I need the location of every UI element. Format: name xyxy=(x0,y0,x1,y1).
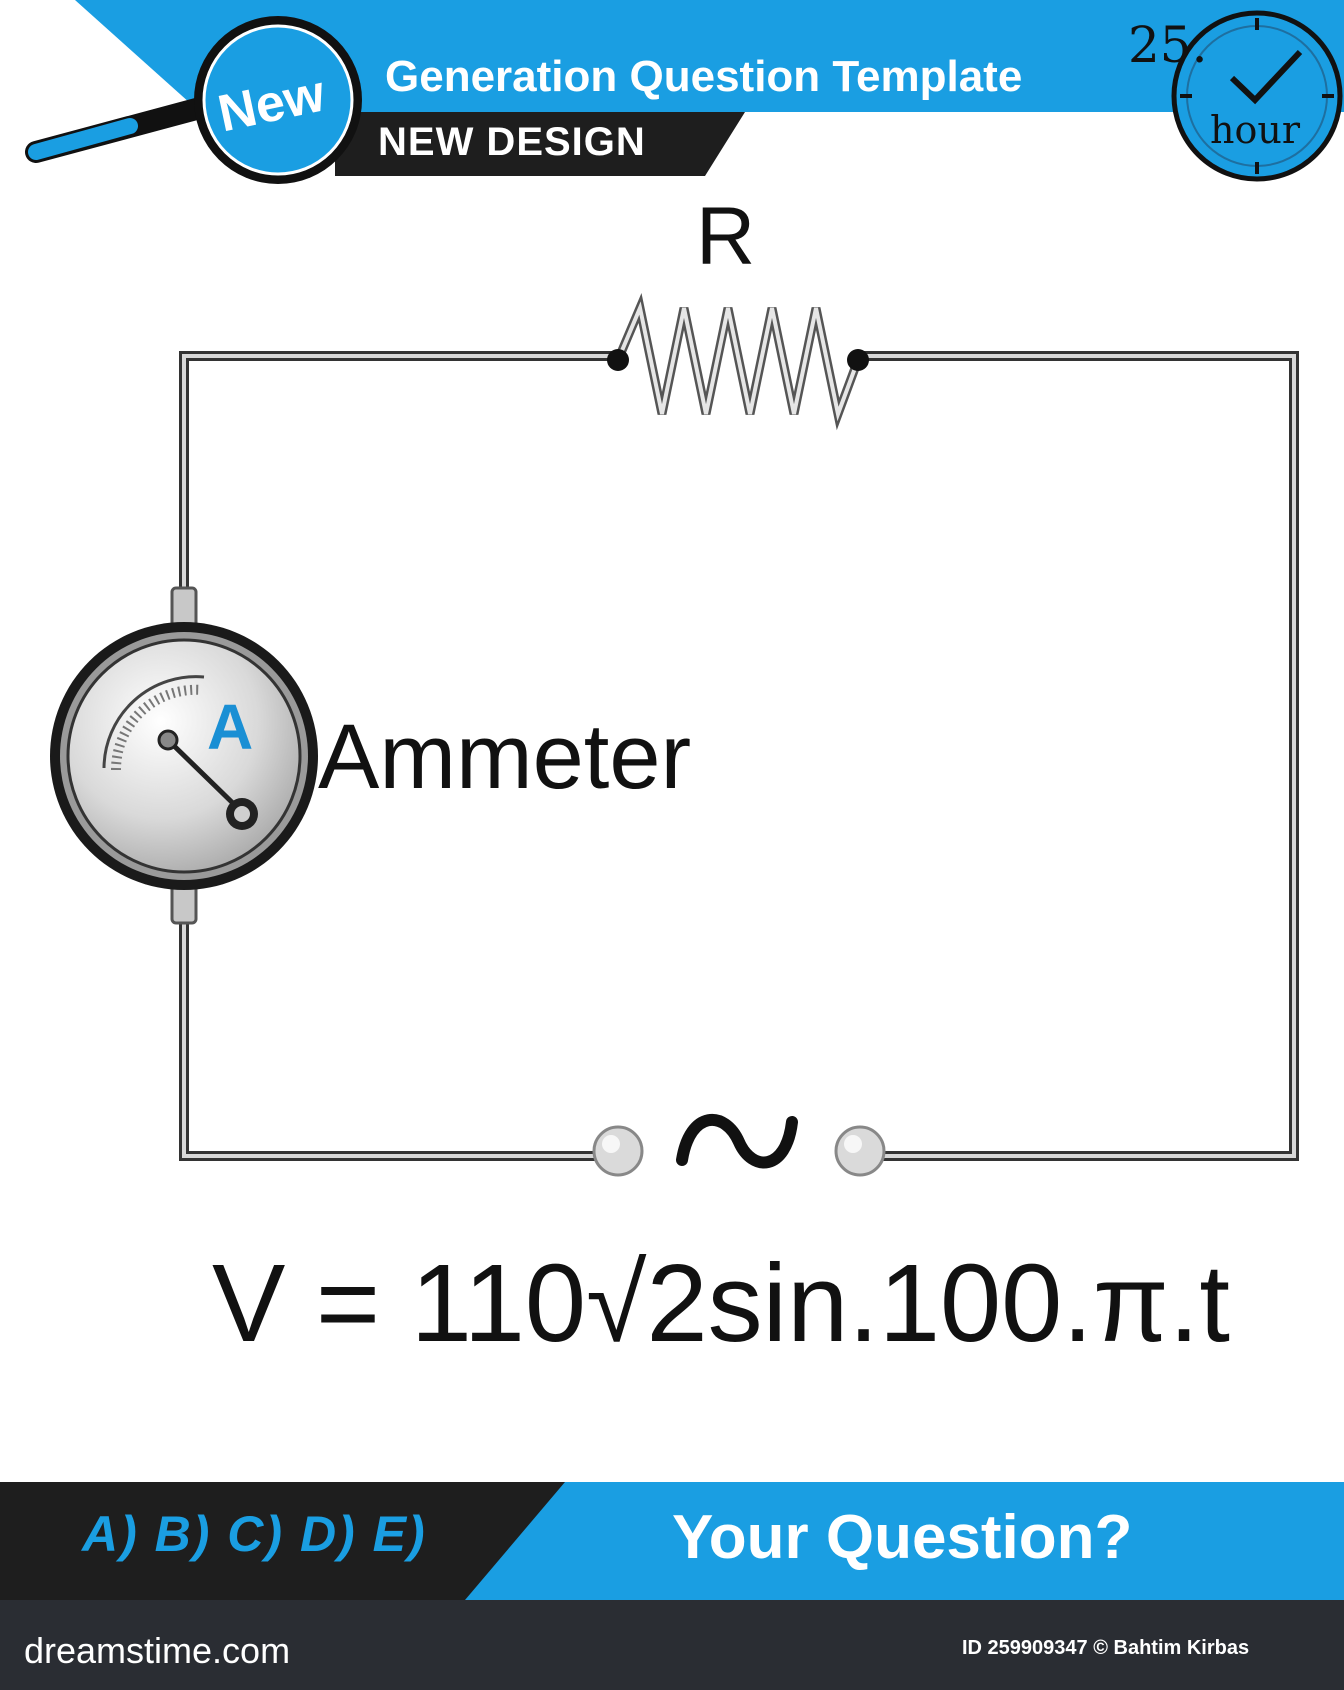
answer-options: A) B) C) D) E) xyxy=(82,1506,427,1562)
clock-number: 25. xyxy=(1128,16,1208,74)
ammeter-label: Ammeter xyxy=(318,706,692,808)
ammeter-letter: A xyxy=(207,691,254,763)
clock-unit: hour xyxy=(1210,108,1300,152)
question-prompt: Your Question? xyxy=(672,1503,1133,1572)
clock-icon xyxy=(1171,10,1343,182)
template-subtitle: NEW DESIGN xyxy=(378,120,646,164)
resistor-icon xyxy=(607,292,869,431)
brand-watermark: dreamstime.com xyxy=(24,1630,291,1671)
resistor-label: R xyxy=(696,191,756,282)
template-title: Generation Question Template xyxy=(385,52,1023,101)
ac-source-icon xyxy=(592,1113,886,1177)
ammeter-icon xyxy=(50,586,318,925)
footer-bar xyxy=(0,1600,1344,1690)
question-band xyxy=(465,1482,1344,1600)
circuit-wire xyxy=(179,351,1299,1161)
checkmark-icon xyxy=(1229,49,1303,105)
subtitle-banner xyxy=(335,112,745,176)
magnifier-icon xyxy=(25,16,362,184)
header-band xyxy=(75,0,1344,112)
image-credit: ID 259909347 © Bahtim Kirbas xyxy=(962,1637,1250,1659)
voltage-equation: V = 110√2sin.100.π.t xyxy=(212,1242,1230,1365)
